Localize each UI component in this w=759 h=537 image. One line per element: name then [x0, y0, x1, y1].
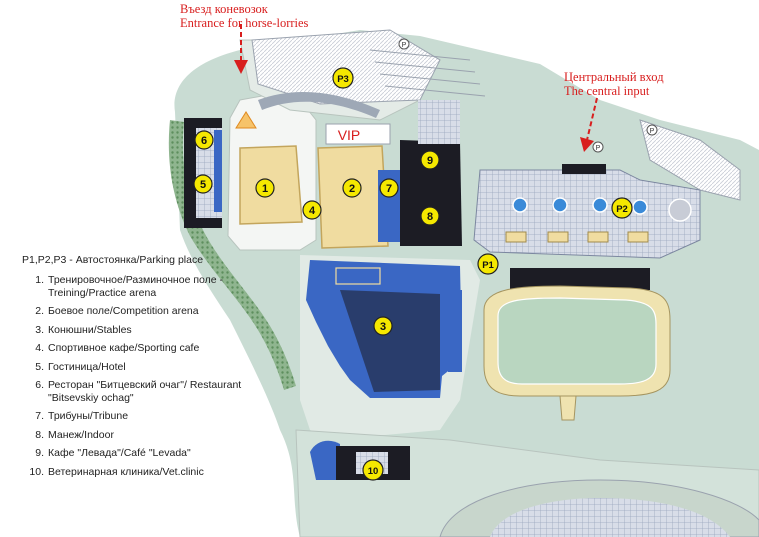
- vip-label: VIP: [338, 127, 361, 143]
- legend-item-text: Кафе "Левада"/Café "Levada": [48, 447, 191, 459]
- legend-item: 2. Боевое поле/Competition arena: [22, 305, 267, 318]
- map-marker-2: 2: [342, 178, 362, 198]
- svg-text:P: P: [402, 42, 407, 49]
- orange-marker: [235, 111, 257, 129]
- tree-belt: [168, 120, 296, 390]
- legend-item: 3. Конюшни/Stables: [22, 324, 267, 337]
- building-side-dark: [448, 290, 462, 372]
- legend-item: 5. Гостиница/Hotel: [22, 361, 267, 374]
- legend-item-text: Манеж/Indoor: [48, 428, 114, 441]
- entrance-label-central-en: The central input: [564, 84, 650, 98]
- map-marker-label: 3: [380, 321, 386, 333]
- map-marker-label: 6: [201, 135, 207, 147]
- legend-item: 10. Ветеринарная клиника/Vet.clinic: [22, 466, 267, 479]
- legend-item: 9. Кафе "Левада"/Café "Levada": [22, 447, 267, 460]
- map-marker-6: 6: [194, 130, 214, 150]
- map-marker-1: 1: [255, 178, 275, 198]
- legend-item-number: 1.: [35, 274, 44, 286]
- legend-item-text: Конюшни/Stables: [48, 323, 132, 336]
- svg-text:P: P: [650, 128, 655, 135]
- entrance-arrow-central: [580, 97, 598, 152]
- small-parking-signs: P P P: [398, 38, 658, 153]
- entrance-arrow-horse-lorries: [234, 24, 248, 74]
- central-domes: [512, 197, 692, 222]
- legend-item-number: 2.: [35, 305, 44, 317]
- legend-item: 6. Ресторан "Битцевский очаг"/ Restaurant…: [22, 379, 267, 404]
- stadium: [483, 285, 671, 421]
- building-indoor-glass: [418, 100, 460, 144]
- legend-item-number: 7.: [35, 410, 44, 422]
- entrance-label-central: Центральный вход The central input: [564, 70, 664, 98]
- building-hotel-blue: [214, 130, 222, 212]
- legend-item-number: 9.: [35, 447, 44, 459]
- map-marker-label: 7: [386, 183, 392, 195]
- map-legend: P1,P2,P3 - Автостоянка/Parking place 1. Т…: [22, 254, 267, 484]
- legend-item-text: Трибуны/Tribune: [48, 410, 129, 422]
- map-marker-label: 8: [427, 211, 433, 223]
- entrance-label-central-ru: Центральный вход: [564, 70, 664, 84]
- central-entrance-block: [562, 164, 606, 174]
- stadium-lower-inner: [490, 498, 730, 537]
- legend-item-number: 8.: [35, 428, 44, 441]
- map-marker-label: 4: [309, 205, 316, 217]
- legend-item-number: 4.: [35, 342, 44, 354]
- building-vet-clinic: [310, 440, 410, 480]
- tribune-arc: [258, 91, 380, 118]
- legend-parking: P1,P2,P3 - Автостоянка/Parking place: [22, 254, 204, 266]
- legend-item-text: Боевое поле/Competition arena: [48, 305, 199, 317]
- legend-item: 8. Манеж/Indoor: [22, 429, 267, 442]
- parking-top-right: [639, 119, 741, 201]
- central-canopies: [505, 231, 649, 243]
- building-indoor: [400, 140, 462, 246]
- legend-item: 1. Тренировочное/Разминочное поле - Trein…: [22, 274, 267, 299]
- map-marker-p2: P2: [611, 197, 633, 219]
- map-marker-label: 9: [427, 155, 433, 167]
- legend-list: 1. Тренировочное/Разминочное поле - Trein…: [22, 274, 267, 478]
- building-main-stand: [510, 268, 650, 290]
- legend-item: 4. Спортивное кафе/Sporting cafe: [22, 342, 267, 355]
- legend-item-number: 10.: [29, 465, 44, 478]
- legend-item-text: Гостиница/Hotel: [48, 360, 126, 373]
- map-marker-label: 10: [368, 466, 379, 477]
- entrance-label-horse-lorries: Въезд коневозок Entrance for horse-lorri…: [180, 2, 308, 30]
- legend-item: 7. Трибуны/Tribune: [22, 410, 267, 423]
- legend-item-text: Ветеринарная клиника/Vet.clinic: [48, 465, 204, 478]
- legend-item-number: 6.: [35, 379, 44, 391]
- map-marker-8: 8: [420, 206, 440, 226]
- map-markers: 1 2 3 4 5 6 7 8 9 10 P1 P2 P3: [193, 67, 633, 481]
- map-marker-4: 4: [302, 200, 322, 220]
- legend-item-number: 5.: [35, 360, 44, 373]
- map-marker-3: 3: [373, 316, 393, 336]
- map-marker-label: P2: [616, 204, 628, 215]
- map-marker-label: 5: [200, 179, 206, 191]
- map-marker-5: 5: [193, 174, 213, 194]
- map-marker-label: P1: [482, 260, 494, 271]
- parking-rows-top: [369, 49, 486, 97]
- vip-box: [325, 123, 391, 145]
- legend-item-number: 3.: [35, 323, 44, 336]
- map-marker-label: 1: [262, 183, 268, 195]
- legend-item-text: Ресторан "Битцевский очаг"/ Restaurant "…: [48, 379, 242, 404]
- entrance-label-horse-lorries-en: Entrance for horse-lorries: [180, 16, 309, 30]
- map-marker-label: 2: [349, 183, 355, 195]
- map-marker-9: 9: [420, 150, 440, 170]
- map-marker-10: 10: [362, 459, 384, 481]
- map-marker-p1: P1: [477, 253, 499, 275]
- map-marker-7: 7: [379, 178, 399, 198]
- map-marker-label: P3: [337, 74, 349, 85]
- legend-item-text: Спортивное кафе/Sporting cafe: [48, 342, 200, 354]
- entrance-label-horse-lorries-ru: Въезд коневозок: [180, 2, 268, 16]
- svg-text:P: P: [596, 145, 601, 152]
- legend-item-text: Тренировочное/Разминочное поле - Treinin…: [48, 274, 224, 299]
- map-marker-p3: P3: [332, 67, 354, 89]
